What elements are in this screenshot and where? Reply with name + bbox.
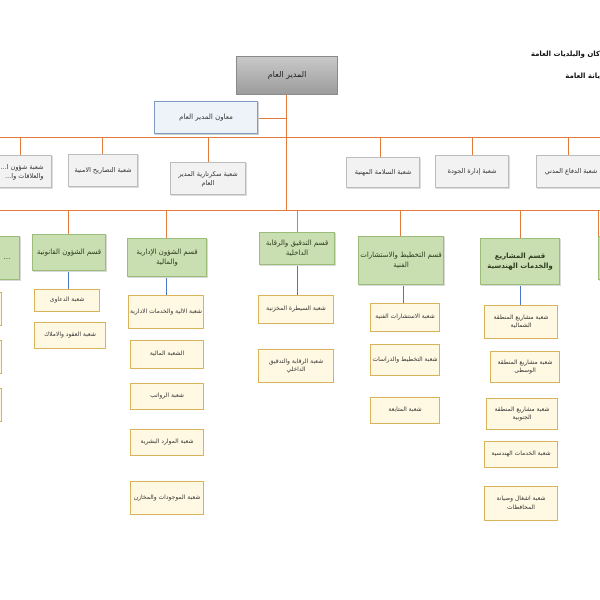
- department-partial-left: ...: [0, 236, 20, 280]
- connector-dept-audit: [297, 210, 298, 232]
- connector-sections-bar: [0, 137, 600, 138]
- unit-partial-2: [0, 340, 2, 374]
- unit-assets-stores: شعبة الموجودات والمخازن: [130, 481, 204, 515]
- department-projects-engineering: قسم المشاريع والخدمات الهندسية: [480, 238, 560, 285]
- connector-legal-units: [68, 271, 69, 289]
- unit-technical-consulting: شعبة الاستشارات الفنية: [370, 303, 440, 332]
- department-administrative-financial: قسم الشؤون الإدارية والمالية: [127, 238, 207, 277]
- connector-projects-units: [520, 285, 521, 305]
- connector-departments-bar: [0, 210, 600, 211]
- section-public-relations: شعبة شؤون ا... والعلاقات وا...: [0, 155, 52, 188]
- unit-planning-studies: شعبة التخطيط والدراسات: [370, 344, 440, 376]
- unit-contracts-properties: شعبة العقود والاملاك: [34, 322, 106, 349]
- unit-central-projects: شعبة مشاريع المنطقة الوسطى: [490, 351, 560, 383]
- department-partial-right: [598, 236, 600, 280]
- unit-partial-1: [0, 292, 2, 326]
- connector-dept-projects: [520, 210, 521, 238]
- section-civil-defense: شعبة الدفاع المدني: [536, 155, 600, 188]
- connector-dept-legal: [68, 210, 69, 234]
- unit-engineering-services: شعبة الخدمات الهندسية: [484, 441, 558, 468]
- connector-sec-4: [380, 137, 381, 157]
- connector-planning-units: [403, 285, 404, 303]
- director-box: المدير العام: [236, 56, 338, 95]
- unit-internal-audit: شعبة الرقابة والتدقيق الداخلي: [258, 349, 334, 383]
- connector-sec-1: [20, 137, 21, 155]
- chart-title-line-1: كان والبلديات العامة: [530, 50, 600, 58]
- connector-admin-units: [166, 277, 167, 295]
- unit-follow-up: شعبة المتابعة: [370, 397, 440, 424]
- unit-finance: الشعبة المالية: [130, 340, 204, 369]
- connector-dept-planning: [400, 210, 401, 236]
- department-planning-consulting: قسم التخطيط والاستشارات الفنية: [358, 236, 444, 285]
- unit-north-projects: شعبة مشاريع المنطقة الشمالية: [484, 305, 558, 339]
- chart-title-line-2: يانة العامة: [565, 72, 600, 80]
- section-security-permits: شعبة التصاريح الامنية: [68, 154, 138, 187]
- connector-sec-5: [472, 137, 473, 155]
- connector-sec-6: [568, 137, 569, 155]
- unit-partial-3: [0, 388, 2, 422]
- connector-dept-admin: [166, 210, 167, 238]
- connector-trunk: [286, 137, 287, 211]
- connector-director-down: [286, 95, 287, 137]
- unit-south-projects: شعبة مشاريع المنطقة الجنوبية: [486, 398, 558, 430]
- section-occupational-safety: شعبة السلامة المهنية: [346, 157, 420, 188]
- unit-salaries: شعبة الرواتب: [130, 383, 204, 410]
- unit-lawsuits: شعبة الدعاوى: [34, 289, 100, 312]
- connector-audit-units: [297, 265, 298, 295]
- section-quality-management: شعبة إدارة الجودة: [435, 155, 509, 188]
- unit-human-resources: شعبة الموارد البشرية: [130, 429, 204, 456]
- assistant-director-box: معاون المدير العام: [154, 101, 258, 134]
- connector-dept-right: [598, 210, 599, 236]
- department-audit-control: قسم التدقيق والرقابة الداخلية: [259, 232, 335, 265]
- unit-provinces-maintenance: شعبة اشغال وصيانة المحافظات: [484, 486, 558, 521]
- connector-sec-2: [102, 137, 103, 154]
- unit-inventory-control: شعبة السيطرة المخزنية: [258, 295, 334, 324]
- department-legal-affairs: قسم الشؤون القانونية: [32, 234, 106, 271]
- section-director-secretariat: شعبة سكرتارية المدير العام: [170, 162, 246, 195]
- connector-sec-3: [208, 137, 209, 162]
- unit-mechanisms-admin-services: شعبة الالية والخدمات الادارية: [128, 295, 204, 329]
- connector-assistant: [258, 118, 286, 119]
